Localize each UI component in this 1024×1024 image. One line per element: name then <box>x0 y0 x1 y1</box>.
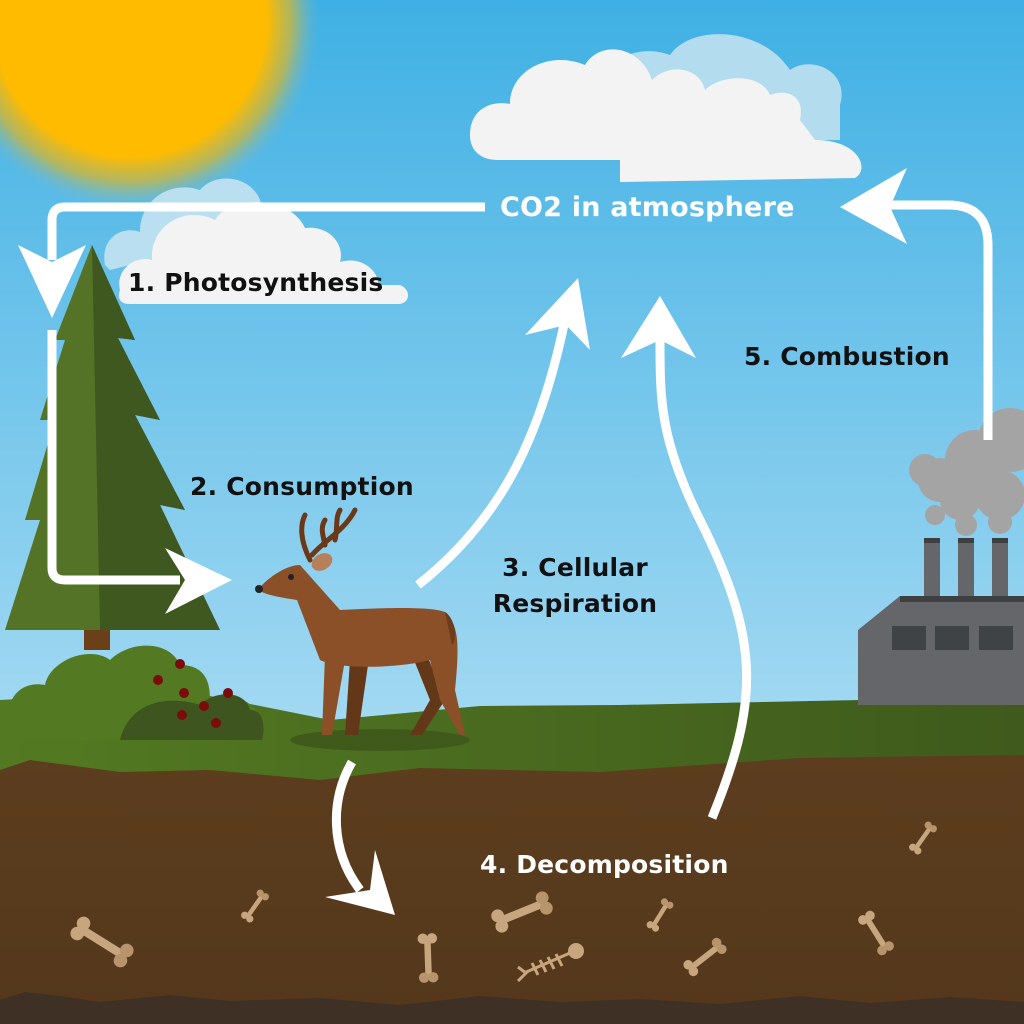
arrow-deer-to-soil <box>332 759 364 893</box>
label-cellular-respiration-line2: Respiration <box>492 589 658 618</box>
soil <box>0 755 1024 1024</box>
berry-bush <box>7 645 264 740</box>
arrows <box>47 200 993 893</box>
arrow-respiration <box>415 319 570 589</box>
cloud-atmosphere <box>470 34 862 182</box>
arrow-decomposition-up <box>655 339 752 820</box>
sun <box>0 0 320 210</box>
arrow-combustion <box>890 200 993 440</box>
label-photosynthesis: 1. Photosynthesis <box>128 268 384 297</box>
bones <box>67 820 939 984</box>
label-combustion: 5. Combustion <box>744 342 950 371</box>
bedrock <box>0 992 1024 1024</box>
label-cellular-respiration-line1: 3. Cellular <box>502 553 648 582</box>
label-cellular-respiration: 3. Cellular Respiration <box>486 550 664 622</box>
label-consumption: 2. Consumption <box>190 472 414 501</box>
pine-tree <box>5 245 220 650</box>
cloud-photosynthesis <box>104 178 409 304</box>
arrow-tree-to-deer <box>47 330 180 585</box>
fish-skeleton <box>516 943 584 983</box>
arrowheads <box>18 168 907 915</box>
deer <box>255 507 470 751</box>
label-decomposition: 4. Decomposition <box>480 850 729 879</box>
label-co2-atmosphere: CO2 in atmosphere <box>500 192 795 223</box>
arrow-atmosphere-to-tree <box>47 202 485 260</box>
